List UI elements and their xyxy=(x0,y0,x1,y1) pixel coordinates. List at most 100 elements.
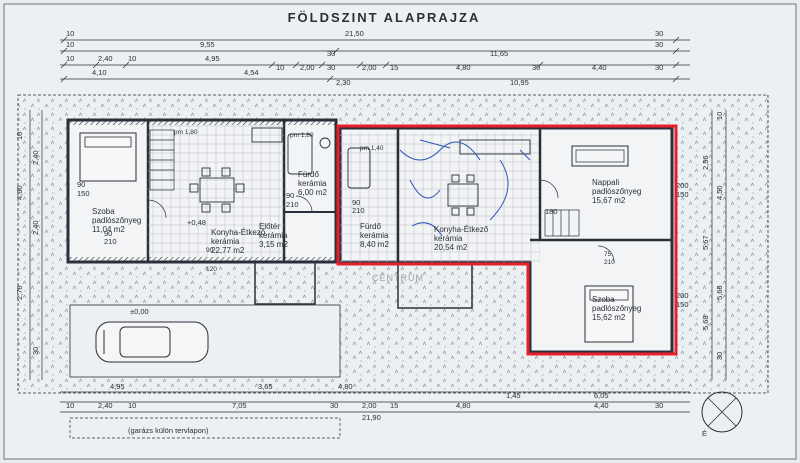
top-dim-label: 2,30 xyxy=(336,78,351,87)
level-label: +0,48 xyxy=(187,218,206,227)
bottom-dim-label: 15 xyxy=(390,401,398,410)
toilet-icon xyxy=(319,137,331,149)
pen-sketch-marks xyxy=(399,139,531,237)
top-dim-label: 30 xyxy=(655,63,663,72)
left-dimensions: 10 2,40 4,60 2,40 2,70 30 xyxy=(15,110,43,380)
left-dim-label: 30 xyxy=(31,347,40,355)
left-dim-label: 4,60 xyxy=(15,185,24,200)
top-dim-label: 21,50 xyxy=(345,29,364,38)
top-dim-label: 9,55 xyxy=(200,40,215,49)
dimension-tick xyxy=(332,47,340,55)
sofa-icon xyxy=(571,145,629,167)
stairs-icon xyxy=(544,209,580,237)
stairs-icon xyxy=(149,129,175,191)
room-floor: kerámia xyxy=(434,234,463,243)
door-dim-label: 210 xyxy=(604,259,615,266)
door-swing xyxy=(539,179,559,199)
room-area: 15,67 m2 xyxy=(592,196,626,205)
left-building: 90 150 90 210 pm 1,80 pm 1,80 +0,48 90 2… xyxy=(66,118,338,273)
left-dim-label: 10 xyxy=(15,132,24,140)
bottom-dim-label: 4,40 xyxy=(594,401,609,410)
right-dim-label: 5,67 xyxy=(701,235,710,250)
door-dim-label: 210 xyxy=(104,237,117,246)
room-area: 20,54 m2 xyxy=(434,243,468,252)
door-dim-label: 90 xyxy=(352,198,360,207)
bottom-dim-label: 10 xyxy=(128,401,136,410)
dimension-tick xyxy=(60,36,68,44)
door-dim-label: 150 xyxy=(676,300,689,309)
top-dim-label: 30 xyxy=(327,63,335,72)
room-area: 3,15 m2 xyxy=(259,240,288,249)
bottom-dim-label: 4,95 xyxy=(110,382,125,391)
top-dim-label: 10 xyxy=(276,63,284,72)
right-dimensions: 2,56 4,50 5,67 5,66 5,68 10 30 xyxy=(701,110,727,380)
room-floor: kerámia xyxy=(211,237,240,246)
top-dim-label: 10 xyxy=(66,54,74,63)
bottom-dim-label: 1,45 xyxy=(506,391,521,400)
right-dim-label: 2,56 xyxy=(701,155,710,170)
top-dim-label: 4,95 xyxy=(205,54,220,63)
dimension-tick xyxy=(672,36,680,44)
door-dim-label: 210 xyxy=(286,200,299,209)
pm-label: pm 1,80 xyxy=(174,129,198,136)
room-name: Előtér xyxy=(259,222,280,231)
room-floor: padlószőnyeg xyxy=(592,304,641,313)
top-dim-label: 4,40 xyxy=(592,63,607,72)
door-dim-label: 210 xyxy=(352,206,365,215)
room-floor: kerámia xyxy=(360,231,389,240)
level-label: ±0,00 xyxy=(130,307,149,316)
top-dim-label: 2,00 xyxy=(300,63,315,72)
door-dim-label: 200 xyxy=(676,181,689,190)
right-building: pm 1,40 90 210 180 200 150 200 150 75 21… xyxy=(338,126,689,354)
door-dim-label: 90 xyxy=(206,247,214,254)
room-floor: kerámia xyxy=(298,179,327,188)
dimension-tick xyxy=(92,61,100,69)
porch xyxy=(254,261,316,305)
door-dim-label: 90 xyxy=(286,191,294,200)
dimension-tick xyxy=(60,47,68,55)
bottom-dim-label: 3,65 xyxy=(258,382,273,391)
dimension-tick xyxy=(672,75,680,83)
watermark-text: CENTRUM xyxy=(372,273,424,283)
bottom-dim-label: 4,80 xyxy=(338,382,353,391)
door-dim-label: 75 xyxy=(604,251,612,258)
bathtub-icon xyxy=(347,147,371,189)
bottom-dim-label: 21,90 xyxy=(362,413,381,422)
door-dim-label: 150 xyxy=(676,190,689,199)
top-dim-label: 2,00 xyxy=(362,63,377,72)
drawing-title: FÖLDSZINT ALAPRAJZA xyxy=(288,10,481,25)
top-dim-label: 2,40 xyxy=(98,54,113,63)
top-dim-label: 10 xyxy=(66,40,74,49)
bottom-dim-label: 4,80 xyxy=(456,401,471,410)
bottom-dim-label: 30 xyxy=(655,401,663,410)
left-dim-label: 2,70 xyxy=(15,285,24,300)
room-name: Szoba xyxy=(92,207,115,216)
right-dim-label: 5,68 xyxy=(701,315,710,330)
car-icon xyxy=(95,321,209,363)
door-dim-label: 150 xyxy=(77,189,90,198)
dimension-tick xyxy=(356,61,364,69)
bottom-dimensions xyxy=(60,391,690,413)
dining-table-icon xyxy=(447,174,479,216)
room-name: Konyha-Étkező xyxy=(211,228,266,237)
right-dim-label: 30 xyxy=(715,352,724,360)
bottom-dim-label: 2,00 xyxy=(362,401,377,410)
kitchen-counter-icon xyxy=(459,139,531,155)
room-name: Nappali xyxy=(592,178,619,187)
top-dim-label: 10,95 xyxy=(510,78,529,87)
right-dim-label: 5,66 xyxy=(715,285,724,300)
door-dim-label: 200 xyxy=(676,291,689,300)
dimension-tick xyxy=(268,61,276,69)
top-dimensions xyxy=(60,36,690,83)
top-dim-label: 30 xyxy=(532,63,540,72)
left-dim-label: 2,40 xyxy=(31,220,40,235)
dimension-tick xyxy=(672,47,680,55)
top-dim-label: 30 xyxy=(655,40,663,49)
dimension-tick xyxy=(60,75,68,83)
dimension-tick xyxy=(326,75,334,83)
highlight-outline xyxy=(336,124,678,356)
right-dim-label: 4,50 xyxy=(715,185,724,200)
bottom-dim-label: 30 xyxy=(330,401,338,410)
dimension-tick xyxy=(536,61,544,69)
